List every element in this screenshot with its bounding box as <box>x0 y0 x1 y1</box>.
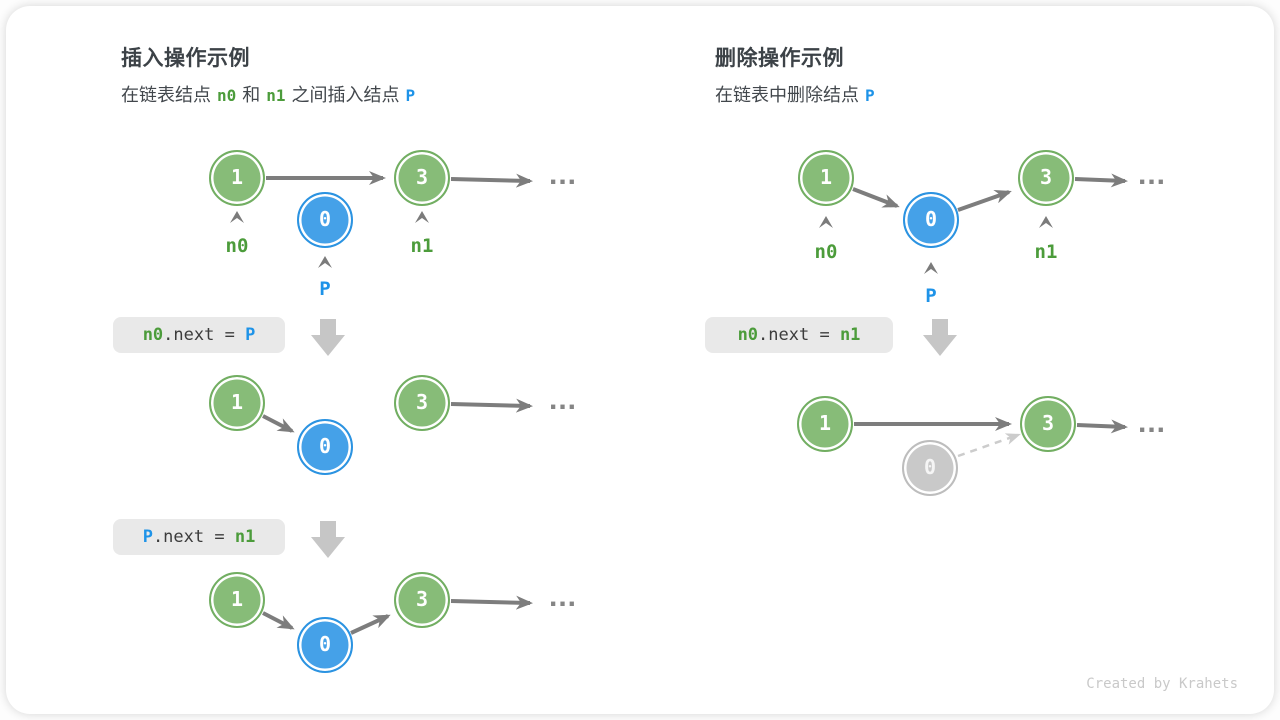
pointer-label-n1: n1 <box>1034 241 1058 263</box>
node-3: 3 <box>1020 396 1076 452</box>
section-title-delete: 删除操作示例 <box>715 47 844 70</box>
code-mid: .next = <box>152 527 235 547</box>
credit-text: Created by Krahets <box>1086 676 1238 692</box>
node-1: 1 <box>797 396 853 452</box>
section-subtitle-insert: 在链表结点 n0 和 n1 之间插入结点 P <box>121 81 421 107</box>
token-p: P <box>865 86 875 105</box>
subtitle-text: 之间插入结点 <box>291 85 400 105</box>
code-mid: .next = <box>163 325 246 345</box>
figure-card <box>6 6 1274 714</box>
subtitle-text: 和 <box>242 85 261 105</box>
node-0: 0 <box>297 192 353 248</box>
code-statement-n0-next-n1: n0.next = n1 <box>705 317 893 353</box>
node-3: 3 <box>394 150 450 206</box>
code-statement-p-next-n1: P.next = n1 <box>113 519 285 555</box>
code-lhs: P <box>142 527 153 547</box>
pointer-label-n0: n0 <box>225 235 249 257</box>
node-0: 0 <box>903 192 959 248</box>
node-1: 1 <box>798 150 854 206</box>
node-1: 1 <box>209 572 265 628</box>
pointer-label-n1: n1 <box>410 235 434 257</box>
section-subtitle-delete: 在链表中删除结点 P <box>715 81 881 107</box>
code-mid: .next = <box>758 325 840 345</box>
node-1: 1 <box>209 375 265 431</box>
node-3: 3 <box>394 572 450 628</box>
ellipsis: ... <box>549 158 578 191</box>
code-statement-n0-next-p: n0.next = P <box>113 317 285 353</box>
token-n1: n1 <box>266 86 286 105</box>
code-lhs: n0 <box>737 325 759 345</box>
pointer-label-p: P <box>319 278 331 300</box>
section-title-insert: 插入操作示例 <box>121 47 250 70</box>
node-1: 1 <box>209 150 265 206</box>
node-3: 3 <box>1018 150 1074 206</box>
token-n0: n0 <box>217 86 237 105</box>
subtitle-text: 在链表结点 <box>121 85 211 105</box>
pointer-label-p: P <box>925 285 937 307</box>
subtitle-text: 在链表中删除结点 <box>715 85 859 105</box>
node-0: 0 <box>297 419 353 475</box>
node-0: 0 <box>297 617 353 673</box>
code-rhs: P <box>245 325 256 345</box>
code-rhs: n1 <box>234 527 256 547</box>
node-0-removed: 0 <box>902 440 958 496</box>
code-rhs: n1 <box>839 325 861 345</box>
token-p: P <box>405 86 416 105</box>
ellipsis: ... <box>1138 406 1167 439</box>
code-lhs: n0 <box>142 325 164 345</box>
ellipsis: ... <box>549 383 578 416</box>
ellipsis: ... <box>1138 158 1167 191</box>
node-3: 3 <box>394 375 450 431</box>
pointer-label-n0: n0 <box>814 241 838 263</box>
ellipsis: ... <box>549 580 578 613</box>
